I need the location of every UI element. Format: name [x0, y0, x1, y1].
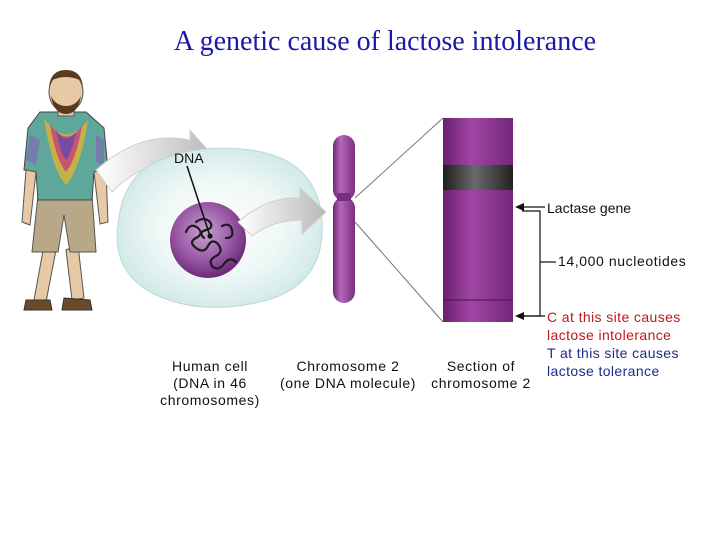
section-label-line2: chromosome 2 — [431, 375, 531, 391]
man-figure — [21, 70, 109, 311]
chromosome-section — [443, 118, 513, 322]
t-site-line1: T at this site causes — [547, 345, 679, 361]
human-cell-label-line1: Human cell — [171, 358, 249, 374]
section-label-line1: Section of — [446, 358, 516, 374]
chromosome-2-label-line1: Chromosome 2 — [296, 358, 400, 374]
chromosome-2-label: Chromosome 2 (one DNA molecule) — [268, 358, 428, 392]
c-site-line2: lactose intolerance — [547, 327, 672, 343]
nucleotides-bracket — [522, 210, 541, 317]
lactase-gene-label: Lactase gene — [547, 200, 632, 216]
section-label: Section of chromosome 2 — [422, 358, 540, 392]
diagram-title: A genetic cause of lactose intolerance — [173, 26, 597, 57]
dna-coils — [184, 217, 238, 270]
dna-pointer-dot — [207, 233, 213, 239]
nucleus — [170, 202, 246, 278]
c-site-line1: C at this site causes — [547, 309, 681, 325]
dna-label: DNA — [174, 150, 204, 166]
human-cell-label-line2: (DNA in 46 — [173, 375, 247, 391]
lactase-gene-arrowhead — [515, 203, 524, 211]
site-arrowhead — [515, 312, 524, 320]
t-site-line2: lactose tolerance — [547, 363, 660, 379]
zoom-line-bottom — [354, 221, 444, 323]
arrow-cell-to-chromosome — [237, 186, 327, 237]
chromosome-2-label-line2: (one DNA molecule) — [279, 375, 417, 391]
human-cell-label: Human cell (DNA in 46 chromosomes) — [150, 358, 270, 409]
zoom-line-top — [354, 117, 444, 199]
nucleotides-label: 14,000 nucleotides — [558, 253, 687, 269]
dna-pointer — [186, 165, 211, 237]
chromosome-2 — [333, 135, 355, 303]
lactose-note: C at this site causes lactose intoleranc… — [547, 308, 681, 380]
human-cell-label-line3: chromosomes) — [160, 392, 260, 408]
